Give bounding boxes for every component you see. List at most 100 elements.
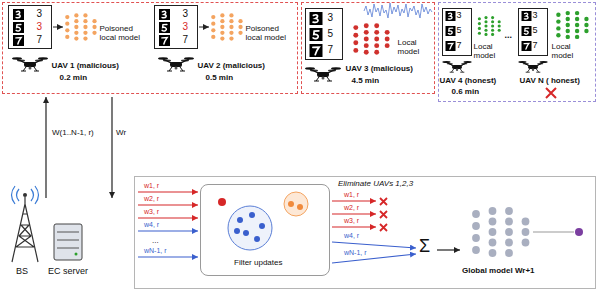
model-label: Local model xyxy=(398,38,432,56)
cluster-point xyxy=(234,228,240,234)
accepted-arrow xyxy=(332,242,416,248)
neural-network xyxy=(211,13,243,40)
model-label: Local model xyxy=(552,42,592,60)
cluster-point xyxy=(249,212,255,218)
class-label: 7 xyxy=(457,40,462,50)
output-line xyxy=(533,232,574,233)
uav-label: UAV 3 (malicious) xyxy=(346,64,413,73)
eliminated-arrow xyxy=(332,200,376,201)
class-label: 7 xyxy=(37,34,43,46)
tower-lattice xyxy=(12,197,38,262)
arrow xyxy=(53,27,63,28)
model-label: Poisoned local model xyxy=(100,24,148,42)
class-label: 3 xyxy=(533,10,538,20)
class-label: 5 xyxy=(533,25,538,35)
update-arrow xyxy=(138,204,198,205)
server-label: EC server xyxy=(48,266,88,276)
update-label: w2, r xyxy=(344,204,359,212)
update-label: w4, r xyxy=(344,232,359,240)
server-slots xyxy=(57,232,79,248)
cluster-point xyxy=(243,230,249,236)
cluster-outline xyxy=(284,192,308,216)
update-arrow xyxy=(138,256,198,257)
honest-uav-group: 357357Local modelUAV 4 (honest)0.6 min..… xyxy=(438,2,596,102)
cluster-point xyxy=(254,236,260,242)
digit-image xyxy=(522,11,532,21)
time-label: 0.2 min xyxy=(60,73,88,82)
weights-label: Wr xyxy=(116,128,126,137)
station-label: BS xyxy=(16,266,28,276)
global-model-label: Global model Wr+1 xyxy=(462,266,535,275)
antenna-tip xyxy=(23,193,27,197)
digit-sample-panel: 337 xyxy=(154,5,198,49)
model-label: Local model xyxy=(474,42,504,60)
digit-sample-panel: 357 xyxy=(305,8,343,60)
update-label: w1, r xyxy=(144,182,159,190)
arrow xyxy=(199,27,209,28)
cluster-point xyxy=(259,223,265,229)
malicious-uav-group: 357Local modelUAV 3 (malicious) 4.5 min xyxy=(301,2,435,94)
digit-image xyxy=(13,22,24,33)
class-label: 7 xyxy=(533,40,538,50)
digit-sample-panel: 337 xyxy=(8,5,52,49)
noise-waveform xyxy=(364,3,432,18)
drone-icon xyxy=(12,57,48,71)
digit-sample-panel: 357 xyxy=(442,8,472,56)
neural-network xyxy=(478,16,501,36)
update-label: w2, r xyxy=(144,195,159,203)
global-network xyxy=(472,207,529,257)
update-arrow xyxy=(138,217,198,218)
digit-image xyxy=(446,11,456,21)
class-label: 7 xyxy=(183,34,189,46)
cluster-point xyxy=(297,204,303,210)
server-icon xyxy=(54,224,82,260)
model-label: Poisoned local model xyxy=(246,24,294,42)
drone-icon xyxy=(305,67,341,81)
box-title: Filter updates xyxy=(234,258,282,267)
drone-icon xyxy=(518,61,547,72)
time-label: 0.6 min xyxy=(452,87,480,96)
class-label: 7 xyxy=(328,44,334,56)
digit-image xyxy=(159,9,170,20)
class-label: 3 xyxy=(183,21,189,33)
digit-image xyxy=(522,26,532,36)
signal-waves xyxy=(12,186,39,204)
digit-image xyxy=(446,26,456,36)
class-label: 3 xyxy=(37,21,43,33)
digit-image xyxy=(13,35,24,46)
neural-network xyxy=(65,13,97,40)
reject-cross xyxy=(380,198,387,231)
update-label: wN-1, r xyxy=(344,249,367,257)
eliminated-arrow xyxy=(332,226,376,227)
time-label: 4.5 min xyxy=(352,76,380,85)
digit-image xyxy=(446,41,456,51)
digit-image xyxy=(522,41,532,51)
class-label: 3 xyxy=(183,8,189,20)
class-label: 5 xyxy=(328,28,334,40)
update-arrow xyxy=(138,191,198,192)
class-label: 5 xyxy=(457,25,462,35)
update-label: w3, r xyxy=(144,208,159,216)
neural-network xyxy=(353,23,389,55)
elimination-note: Eliminate UAVs 1,2,3 xyxy=(338,179,413,188)
digit-image xyxy=(310,28,323,41)
uav-label: UAV 1 (malicious) xyxy=(52,61,119,70)
drone-icon xyxy=(158,57,194,71)
drone-icon xyxy=(442,61,471,72)
update-arrow xyxy=(138,230,198,231)
uav-label: UAV 2 (malicious) xyxy=(198,61,265,70)
output-neuron xyxy=(575,228,583,236)
uav-label: UAV N ( honest) xyxy=(520,76,580,85)
digit-image xyxy=(159,35,170,46)
digit-image xyxy=(310,12,323,25)
weights-label: W(1..N-1, r) xyxy=(52,128,94,137)
ellipsis: ... xyxy=(152,236,159,245)
digit-image xyxy=(13,9,24,20)
cluster-point xyxy=(288,201,294,207)
outlier-point xyxy=(218,198,226,206)
cluster-outline xyxy=(228,206,272,250)
digit-image xyxy=(159,22,170,33)
ellipsis: ... xyxy=(505,30,513,40)
